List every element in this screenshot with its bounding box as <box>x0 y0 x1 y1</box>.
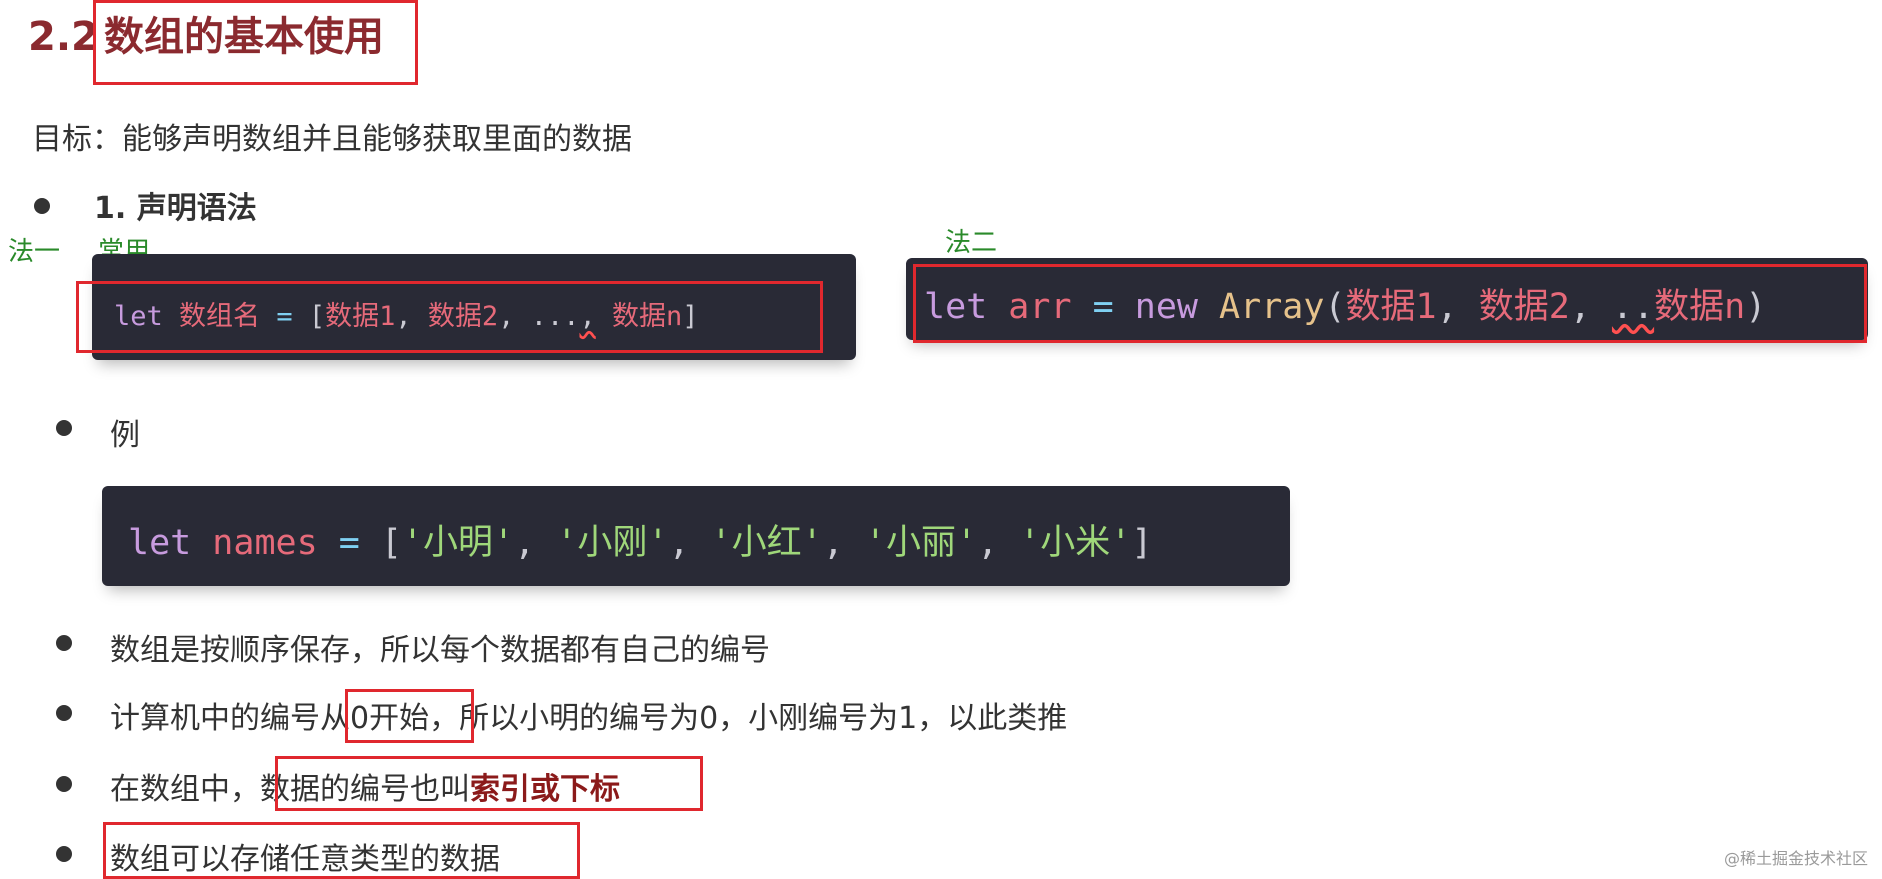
highlighted-text: 从0开始 <box>320 701 430 736</box>
ellipsis: ... <box>530 301 580 332</box>
string-item: '小丽' <box>864 523 978 563</box>
bracket-close: ] <box>1131 523 1153 563</box>
variable-arr: arr <box>1008 287 1072 327</box>
keyword-let: let <box>924 287 988 327</box>
separator: , <box>1436 287 1458 327</box>
bracket-close: ] <box>682 301 699 332</box>
index-term: 索引或下标 <box>470 772 620 807</box>
title-highlight-box <box>93 0 418 85</box>
code-block-example: let names = ['小明', '小刚', '小红', '小丽', '小米… <box>102 486 1290 586</box>
section-number: 2.2 <box>28 14 99 60</box>
item-2: 数据2 <box>1478 287 1570 327</box>
assign-operator: = <box>276 301 293 332</box>
list-item-text: ，所以小明的编号为0，小刚编号为1，以此类推 <box>429 701 1068 736</box>
separator: , <box>977 523 999 563</box>
annotation-method1: 法一 <box>8 237 61 267</box>
item-1: 数据1 <box>325 301 396 332</box>
item-1: 数据1 <box>1345 287 1437 327</box>
separator: , <box>498 301 515 332</box>
any-type-highlight-box <box>103 822 580 879</box>
separator: , <box>668 523 690 563</box>
section-title: 1. 声明语法 <box>94 191 257 226</box>
class-array: Array <box>1219 287 1325 327</box>
code1-highlight-box <box>76 281 823 353</box>
string-item: '小明' <box>401 523 515 563</box>
separator: , <box>579 301 596 332</box>
variable-names: names <box>212 523 318 563</box>
assign-operator: = <box>338 523 360 563</box>
bullet-dot <box>56 420 72 436</box>
separator: , <box>1569 287 1591 327</box>
ellipsis: .. <box>1611 287 1655 327</box>
array-name: 数组名 <box>179 301 261 332</box>
list-item-text: 在数组中， <box>110 772 260 807</box>
code-block-constructor: let arr = new Array(数据1, 数据2, ..数据n) <box>906 258 1868 340</box>
list-item-text: 计算机中的编号 <box>110 701 320 736</box>
bracket-open: [ <box>380 523 402 563</box>
item-2: 数据2 <box>427 301 499 332</box>
code-block-literal: let 数组名 = [数据1, 数据2, ..., 数据n] <box>92 254 856 360</box>
list-item: 数组可以存储任意类型的数据 <box>110 842 500 877</box>
bullet-dot <box>56 846 72 862</box>
item-n: 数据n <box>1654 287 1746 327</box>
list-item: 计算机中的编号从0开始，所以小明的编号为0，小刚编号为1，以此类推 <box>110 693 1067 737</box>
paren-close: ) <box>1745 287 1767 327</box>
string-item: '小红' <box>710 523 823 563</box>
code2-highlight-box <box>913 264 1867 343</box>
assign-operator: = <box>1092 287 1114 327</box>
index-highlight-box <box>275 756 703 811</box>
bracket-open: [ <box>308 301 326 332</box>
keyword-let: let <box>114 301 163 332</box>
example-label: 例 <box>110 418 140 453</box>
start-zero-highlight-box <box>345 689 474 743</box>
page-title: 数组的基本使用 <box>104 14 384 60</box>
bullet-dot <box>56 635 72 651</box>
bullet-dot <box>34 198 50 214</box>
string-item: '小刚' <box>556 523 669 563</box>
list-item: 数组是按顺序保存，所以每个数据都有自己的编号 <box>110 633 770 668</box>
annotation-method2: 法二 <box>945 228 998 258</box>
keyword-let: let <box>128 523 192 563</box>
separator: , <box>514 523 536 563</box>
goal-text: 目标：能够声明数组并且能够获取里面的数据 <box>32 122 632 157</box>
separator: , <box>395 301 412 332</box>
list-item: 在数组中，数据的编号也叫索引或下标 <box>110 764 620 808</box>
separator: , <box>822 523 844 563</box>
string-item: '小米' <box>1019 523 1132 563</box>
paren-open: ( <box>1324 287 1346 327</box>
list-item-text: 数据的编号也叫 <box>260 772 470 807</box>
item-n: 数据n <box>612 301 683 332</box>
watermark: @稀土掘金技术社区 <box>1723 849 1868 868</box>
bullet-dot <box>56 776 72 792</box>
keyword-new: new <box>1134 287 1198 327</box>
bullet-dot <box>56 705 72 721</box>
